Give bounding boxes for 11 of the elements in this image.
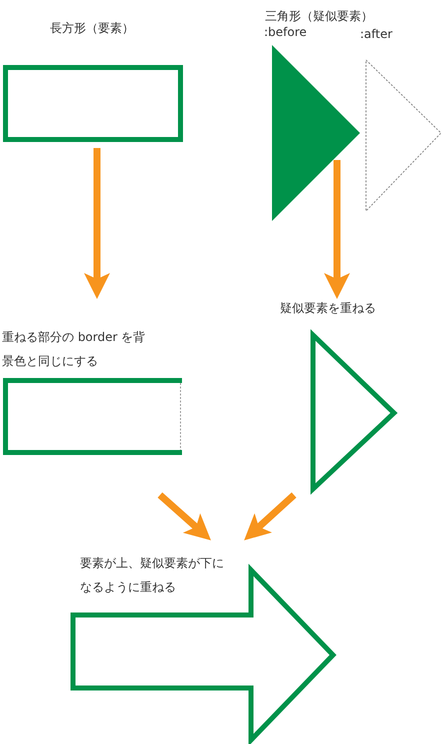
caption-text: 重ねる部分の border を背景色と同じにする xyxy=(2,329,146,370)
arrow xyxy=(158,492,211,540)
caption-text: 長方形（要素） xyxy=(50,20,135,37)
caption-text: 要素が上、疑似要素が下になるように重ねる xyxy=(80,555,225,596)
caption-text: 疑似要素を重ねる xyxy=(280,300,377,317)
heading-text: 三角形（疑似要素） xyxy=(265,8,373,25)
arrow xyxy=(244,492,296,540)
caption-text: :before xyxy=(264,24,308,41)
arrow xyxy=(324,160,350,299)
arrow xyxy=(84,148,110,299)
caption-text: :after xyxy=(360,26,394,43)
